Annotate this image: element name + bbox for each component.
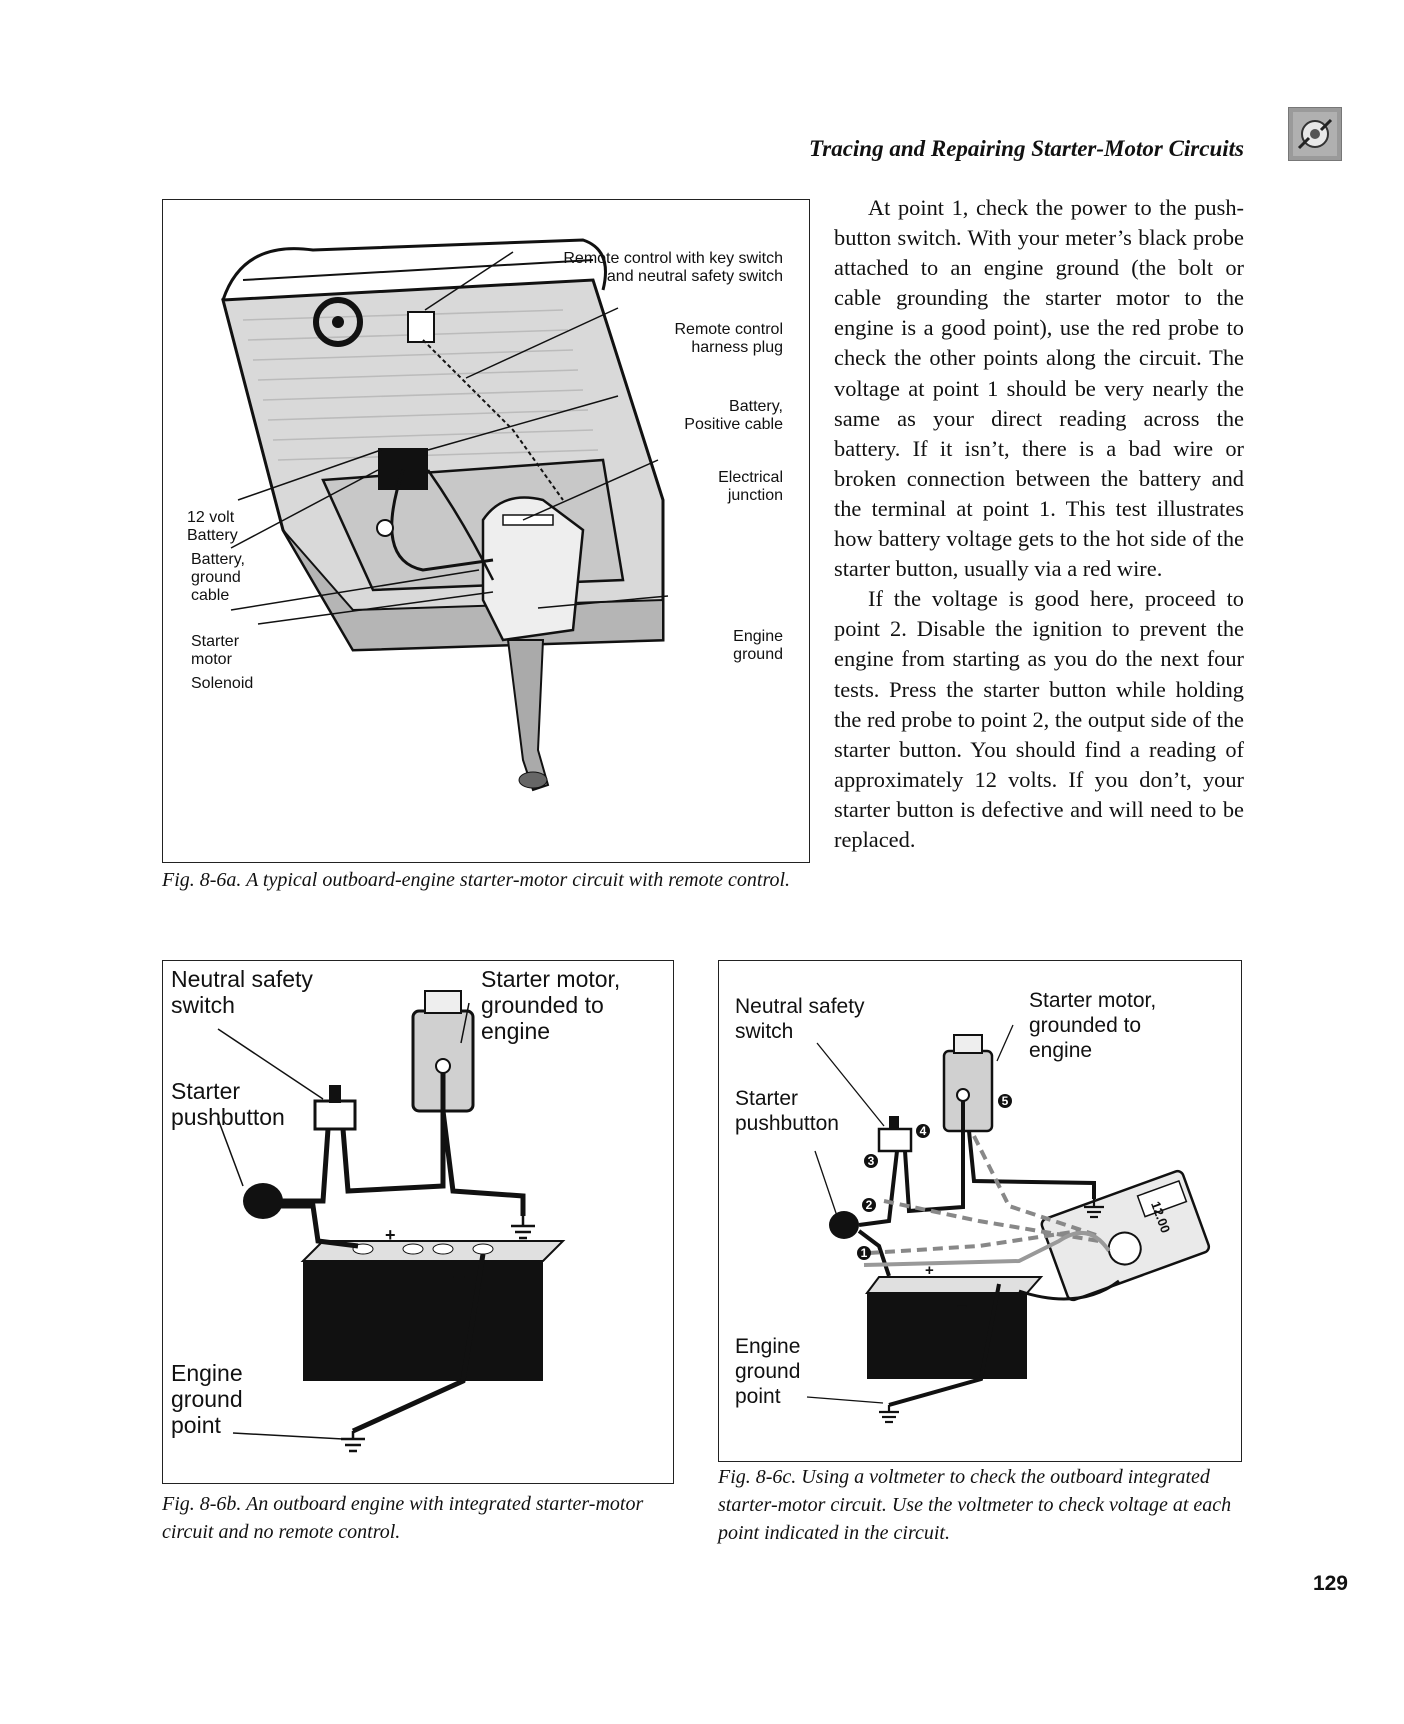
figure-8-6b: Neutral safety switch Starter motor, gro… [162, 960, 674, 1484]
caption-figure-8-6b: Fig. 8-6b. An outboard engine with integ… [162, 1493, 644, 1543]
figure-8-6a: Remote control with key switch and neutr… [162, 199, 810, 863]
label-neutral-safety-1: Neutral safety [735, 995, 865, 1018]
label-engine-ground-3: point [171, 1412, 221, 1438]
label-engine-ground-3: point [735, 1385, 781, 1408]
label-starter-motor-2: motor [191, 651, 233, 668]
label-starter-motor-1: Starter motor, [1029, 989, 1156, 1012]
boat-diagram: Remote control with key switch and neutr… [187, 238, 784, 792]
paragraph-2: If the voltage is good here, proceed to … [834, 586, 1244, 852]
label-12v-battery-1: 12 volt [187, 509, 235, 526]
pushbutton-circuit-diagram: Neutral safety switch Starter motor, gro… [171, 966, 620, 1453]
battery-plus-sign: + [925, 1262, 934, 1279]
label-engine-ground-1: Engine [735, 1335, 800, 1358]
test-point-4: 4 [920, 1124, 927, 1138]
label-engine-ground-2: ground [171, 1386, 243, 1412]
test-point-1: 1 [861, 1246, 868, 1260]
paragraph-1: At point 1, check the power to the push-… [834, 195, 1244, 582]
label-solenoid: Solenoid [191, 675, 253, 692]
label-pushbutton-2: pushbutton [735, 1112, 839, 1135]
figure-8-6c: 12.00 1 2 3 4 5 [718, 960, 1242, 1462]
label-starter-motor-2: grounded to [1029, 1014, 1141, 1037]
test-point-5: 5 [1002, 1094, 1009, 1108]
label-pushbutton-1: Starter [171, 1078, 240, 1104]
label-starter-motor-3: engine [1029, 1039, 1092, 1062]
label-battery-positive-1: Battery, [729, 398, 783, 415]
label-neutral-safety-2: switch [735, 1020, 793, 1043]
label-harness-plug-1: Remote control [675, 321, 784, 338]
label-engine-ground-2: ground [735, 1360, 800, 1383]
label-12v-battery-2: Battery [187, 527, 238, 544]
caption-figure-8-6a: Fig. 8-6a. A typical outboard-engine sta… [162, 869, 791, 891]
label-starter-motor-2: grounded to [481, 992, 604, 1018]
label-starter-motor-1: Starter motor, [481, 966, 620, 992]
label-neutral-safety: and neutral safety switch [607, 268, 783, 285]
label-neutral-safety-1: Neutral safety [171, 966, 313, 992]
label-electrical-junction-1: Electrical [718, 469, 783, 486]
label-starter-motor-1: Starter [191, 633, 240, 650]
label-engine-ground-1: Engine [171, 1360, 243, 1386]
body-text: At point 1, check the power to the push-… [834, 193, 1244, 855]
running-title: Tracing and Repairing Starter-Motor Circ… [809, 136, 1244, 161]
battery-minus-sign: – [453, 1263, 465, 1288]
battery-minus-sign: – [957, 1295, 967, 1315]
battery-plus-sign: + [385, 1225, 396, 1245]
caption-figure-8-6c: Fig. 8-6c. Using a voltmeter to check th… [718, 1466, 1232, 1544]
label-ground-cable-1: Battery, [191, 551, 245, 568]
page-number: 129 [1312, 1572, 1348, 1595]
label-remote-control: Remote control with key switch [563, 250, 783, 267]
label-ground-cable-3: cable [191, 587, 229, 604]
engine-repair-icon [1288, 107, 1342, 161]
label-pushbutton-1: Starter [735, 1087, 798, 1110]
label-engine-ground-1: Engine [733, 628, 783, 645]
label-starter-motor-3: engine [481, 1018, 550, 1044]
label-battery-positive-2: Positive cable [684, 416, 783, 433]
label-harness-plug-2: harness plug [691, 339, 783, 356]
test-point-3: 3 [868, 1154, 875, 1168]
label-electrical-junction-2: junction [727, 487, 783, 504]
voltmeter-test-diagram: 12.00 1 2 3 4 5 [735, 989, 1211, 1424]
label-pushbutton-2: pushbutton [171, 1104, 285, 1130]
label-ground-cable-2: ground [191, 569, 241, 586]
test-point-2: 2 [866, 1198, 873, 1212]
label-neutral-safety-2: switch [171, 992, 235, 1018]
label-engine-ground-2: ground [733, 646, 783, 663]
